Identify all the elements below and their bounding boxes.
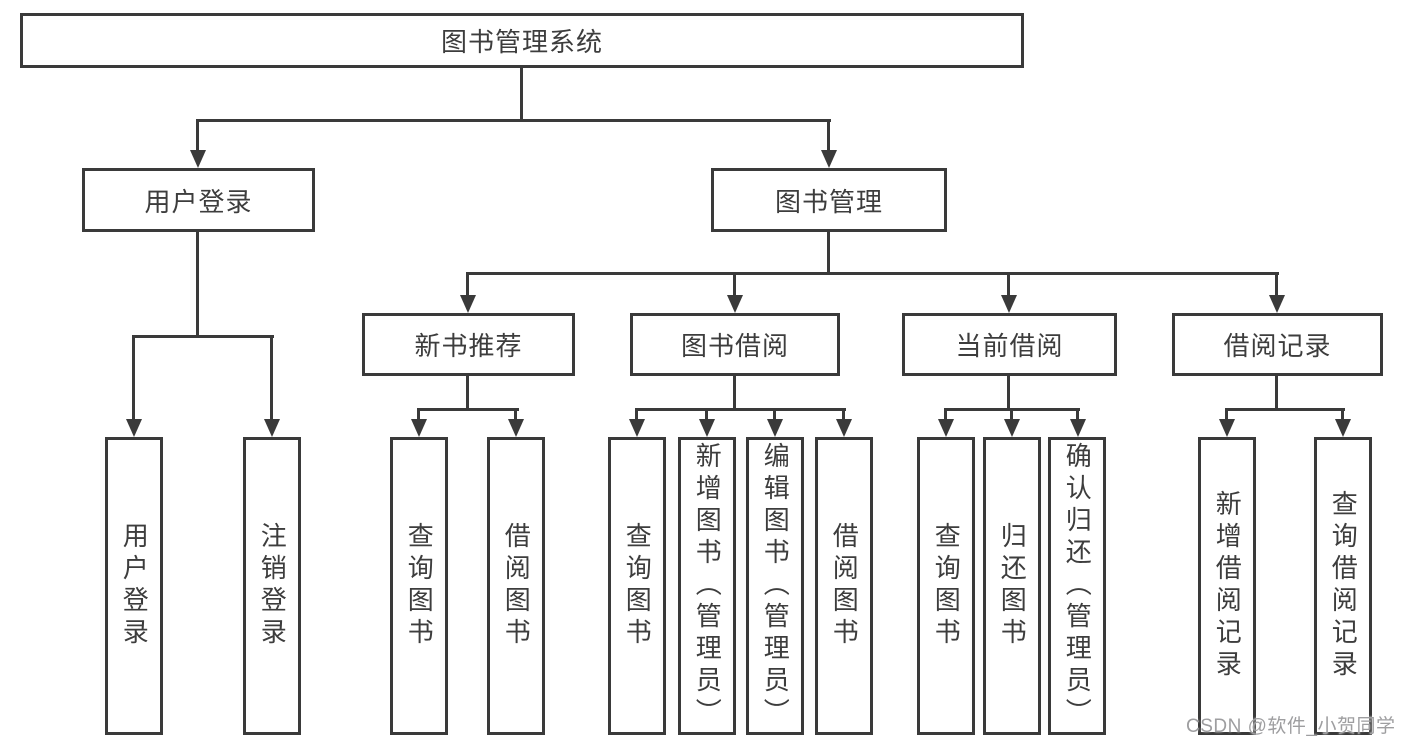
connector-to-leaf-logout bbox=[270, 335, 273, 421]
connector-to-return-book bbox=[1010, 408, 1013, 421]
connector-to-edit-book-admin bbox=[773, 408, 776, 421]
connector-new-book-trunk bbox=[466, 376, 469, 408]
arrow-down-icon bbox=[727, 295, 743, 313]
node-new-book-recommend: 新书推荐 bbox=[362, 313, 575, 376]
node-leaf-query-books-borrowing-label: 查询图书 bbox=[622, 522, 653, 650]
node-leaf-user-login: 用户登录 bbox=[105, 437, 163, 735]
connector-new-book-bar bbox=[417, 408, 519, 411]
arrow-down-icon bbox=[767, 419, 783, 437]
node-leaf-query-borrow-record-label: 查询借阅记录 bbox=[1328, 490, 1359, 682]
node-leaf-confirm-return-admin: 确认归还（管理员） bbox=[1048, 437, 1106, 735]
connector-book-borrowing-bar bbox=[635, 408, 846, 411]
node-leaf-query-borrow-record: 查询借阅记录 bbox=[1314, 437, 1372, 735]
connector-book-management-trunk bbox=[827, 232, 830, 272]
node-root-label: 图书管理系统 bbox=[440, 27, 603, 57]
connector-to-borrowing-records bbox=[1275, 272, 1278, 296]
arrow-down-icon bbox=[1070, 419, 1086, 437]
connector-to-book-borrowing bbox=[733, 272, 736, 296]
arrow-down-icon bbox=[1004, 419, 1020, 437]
node-leaf-edit-book-admin: 编辑图书（管理员） bbox=[746, 437, 804, 735]
node-book-management: 图书管理 bbox=[711, 168, 947, 232]
node-new-book-recommend-label: 新书推荐 bbox=[414, 331, 523, 361]
node-leaf-add-book-admin: 新增图书（管理员） bbox=[678, 437, 736, 735]
node-leaf-user-login-label: 用户登录 bbox=[119, 522, 150, 650]
node-leaf-logout-label: 注销登录 bbox=[257, 522, 288, 650]
connector-current-borrowing-trunk bbox=[1007, 376, 1010, 408]
arrow-down-icon bbox=[508, 419, 524, 437]
arrow-down-icon bbox=[190, 150, 206, 168]
node-leaf-return-book: 归还图书 bbox=[983, 437, 1041, 735]
connector-to-add-book-admin bbox=[705, 408, 708, 421]
connector-to-user-login bbox=[196, 119, 199, 152]
connector-borrowing-records-bar bbox=[1225, 408, 1345, 411]
connector-to-add-borrow-record bbox=[1225, 408, 1228, 421]
node-user-login: 用户登录 bbox=[82, 168, 315, 232]
arrow-down-icon bbox=[1269, 295, 1285, 313]
connector-to-query-books-borrowing bbox=[635, 408, 638, 421]
node-leaf-logout: 注销登录 bbox=[243, 437, 301, 735]
node-book-borrowing: 图书借阅 bbox=[630, 313, 840, 376]
connector-to-current-borrowing bbox=[1007, 272, 1010, 296]
connector-user-login-trunk bbox=[196, 232, 199, 335]
node-leaf-query-books-recommend: 查询图书 bbox=[390, 437, 448, 735]
connector-book-borrowing-trunk bbox=[733, 376, 736, 408]
node-current-borrowing-label: 当前借阅 bbox=[955, 331, 1064, 361]
connector-borrowing-records-trunk bbox=[1275, 376, 1278, 408]
connector-to-leaf-user-login bbox=[132, 335, 135, 421]
arrow-down-icon bbox=[126, 419, 142, 437]
node-leaf-add-borrow-record-label: 新增借阅记录 bbox=[1212, 490, 1243, 682]
arrow-down-icon bbox=[460, 295, 476, 313]
node-leaf-borrow-books-recommend-label: 借阅图书 bbox=[501, 522, 532, 650]
node-leaf-return-book-label: 归还图书 bbox=[997, 522, 1028, 650]
node-leaf-query-books-current-label: 查询图书 bbox=[931, 522, 962, 650]
connector-to-book-management bbox=[827, 119, 830, 152]
node-book-borrowing-label: 图书借阅 bbox=[680, 331, 789, 361]
node-leaf-query-books-current: 查询图书 bbox=[917, 437, 975, 735]
arrow-down-icon bbox=[1001, 295, 1017, 313]
connector-to-new-book-recommend bbox=[466, 272, 469, 296]
arrow-down-icon bbox=[629, 419, 645, 437]
arrow-down-icon bbox=[1219, 419, 1235, 437]
node-leaf-borrow-books-recommend: 借阅图书 bbox=[487, 437, 545, 735]
node-book-management-label: 图书管理 bbox=[774, 186, 883, 217]
connector-to-query-borrow-record bbox=[1341, 408, 1344, 421]
node-leaf-borrow-books: 借阅图书 bbox=[815, 437, 873, 735]
node-leaf-query-books-recommend-label: 查询图书 bbox=[404, 522, 435, 650]
node-root: 图书管理系统 bbox=[20, 13, 1024, 68]
node-leaf-add-borrow-record: 新增借阅记录 bbox=[1198, 437, 1256, 735]
node-current-borrowing: 当前借阅 bbox=[902, 313, 1117, 376]
connector-to-query-books-current bbox=[944, 408, 947, 421]
node-user-login-label: 用户登录 bbox=[144, 186, 253, 217]
connector-book-management-bar bbox=[466, 272, 1279, 275]
watermark: CSDN @软件_小贺同学 bbox=[1186, 716, 1396, 737]
arrow-down-icon bbox=[699, 419, 715, 437]
connector-root-trunk bbox=[520, 68, 523, 119]
connector-to-query-books-recommend bbox=[417, 408, 420, 421]
node-leaf-query-books-borrowing: 查询图书 bbox=[608, 437, 666, 735]
node-leaf-edit-book-admin-label: 编辑图书（管理员） bbox=[760, 442, 791, 730]
arrow-down-icon bbox=[264, 419, 280, 437]
arrow-down-icon bbox=[411, 419, 427, 437]
connector-user-login-bar bbox=[132, 335, 274, 338]
node-leaf-borrow-books-label: 借阅图书 bbox=[829, 522, 860, 650]
arrow-down-icon bbox=[821, 150, 837, 168]
node-leaf-add-book-admin-label: 新增图书（管理员） bbox=[692, 442, 723, 730]
node-borrowing-records: 借阅记录 bbox=[1172, 313, 1383, 376]
connector-to-borrow-books-recommend bbox=[514, 408, 517, 421]
arrow-down-icon bbox=[836, 419, 852, 437]
connector-root-bar bbox=[196, 119, 831, 122]
arrow-down-icon bbox=[938, 419, 954, 437]
arrow-down-icon bbox=[1335, 419, 1351, 437]
node-borrowing-records-label: 借阅记录 bbox=[1223, 331, 1332, 361]
connector-to-confirm-return-admin bbox=[1076, 408, 1079, 421]
connector-to-borrow-books bbox=[842, 408, 845, 421]
node-leaf-confirm-return-admin-label: 确认归还（管理员） bbox=[1062, 442, 1093, 730]
